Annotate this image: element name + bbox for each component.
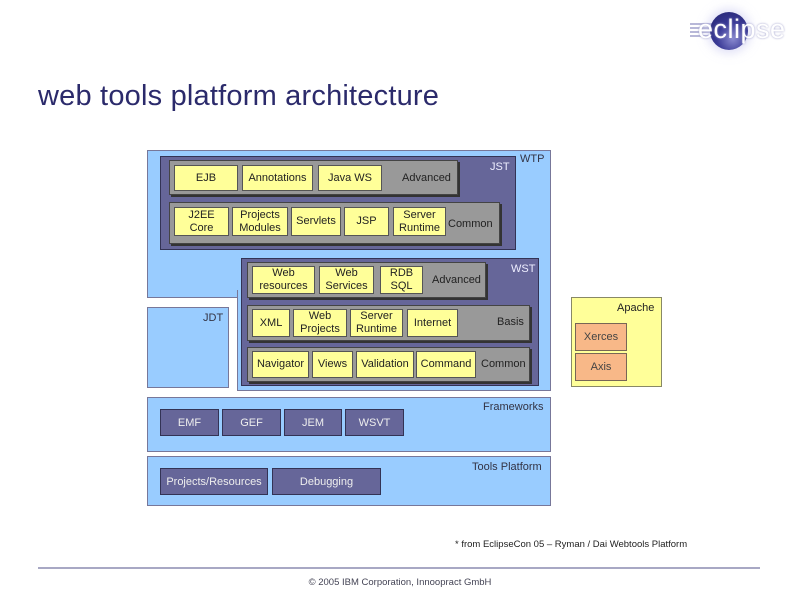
component-web-resources: Web resources (252, 266, 315, 294)
component-validation: Validation (356, 351, 414, 378)
component-servlets: Servlets (291, 207, 341, 236)
component-projects-modules: Projects Modules (232, 207, 288, 236)
jdt-label: JDT (203, 312, 224, 324)
footer-divider (38, 567, 760, 569)
wst-common-label: Common (481, 358, 526, 370)
component-emf: EMF (160, 409, 219, 436)
jst-label: JST (490, 161, 510, 173)
component-web-projects: Web Projects (293, 309, 347, 337)
jdt-box (147, 307, 229, 388)
logo-sphere-icon (710, 12, 748, 50)
component-java-ws: Java WS (318, 165, 382, 191)
component-j2ee-core: J2EE Core (174, 207, 229, 236)
component-annotations: Annotations (242, 165, 313, 191)
slide-title: web tools platform architecture (38, 80, 440, 112)
component-server-runtime-jst: Server Runtime (393, 207, 446, 236)
logo-lines-decoration (690, 23, 716, 37)
frameworks-label: Frameworks (483, 401, 544, 413)
tools-platform-label: Tools Platform (472, 461, 542, 473)
component-web-services: Web Services (319, 266, 374, 294)
copyright-footer: © 2005 IBM Corporation, Innoopract GmbH (308, 577, 492, 588)
component-internet: Internet (407, 309, 458, 337)
source-note: * from EclipseCon 05 – Ryman / Dai Webto… (455, 539, 688, 550)
component-projects-resources: Projects/Resources (160, 468, 268, 495)
component-jem: JEM (284, 409, 342, 436)
jst-advanced-label: Advanced (402, 172, 451, 184)
component-command: Command (416, 351, 476, 378)
component-wsvt: WSVT (345, 409, 404, 436)
logo-text: eclipse (698, 14, 786, 44)
wst-basis-label: Basis (497, 316, 524, 328)
component-gef: GEF (222, 409, 281, 436)
component-xml: XML (252, 309, 290, 337)
wst-label: WST (511, 263, 536, 275)
jst-common-label: Common (448, 218, 493, 230)
component-debugging: Debugging (272, 468, 381, 495)
component-axis: Axis (575, 353, 627, 381)
component-rdb-sql: RDB SQL (380, 266, 423, 294)
eclipse-logo: eclipse (690, 8, 790, 52)
component-jsp: JSP (344, 207, 389, 236)
apache-label: Apache (617, 302, 655, 314)
component-views: Views (312, 351, 353, 378)
component-navigator: Navigator (252, 351, 309, 378)
wst-advanced-label: Advanced (432, 274, 481, 286)
wtp-label: WTP (520, 153, 545, 165)
component-xerces: Xerces (575, 323, 627, 351)
component-ejb: EJB (174, 165, 238, 191)
component-server-runtime-wst: Server Runtime (350, 309, 403, 337)
